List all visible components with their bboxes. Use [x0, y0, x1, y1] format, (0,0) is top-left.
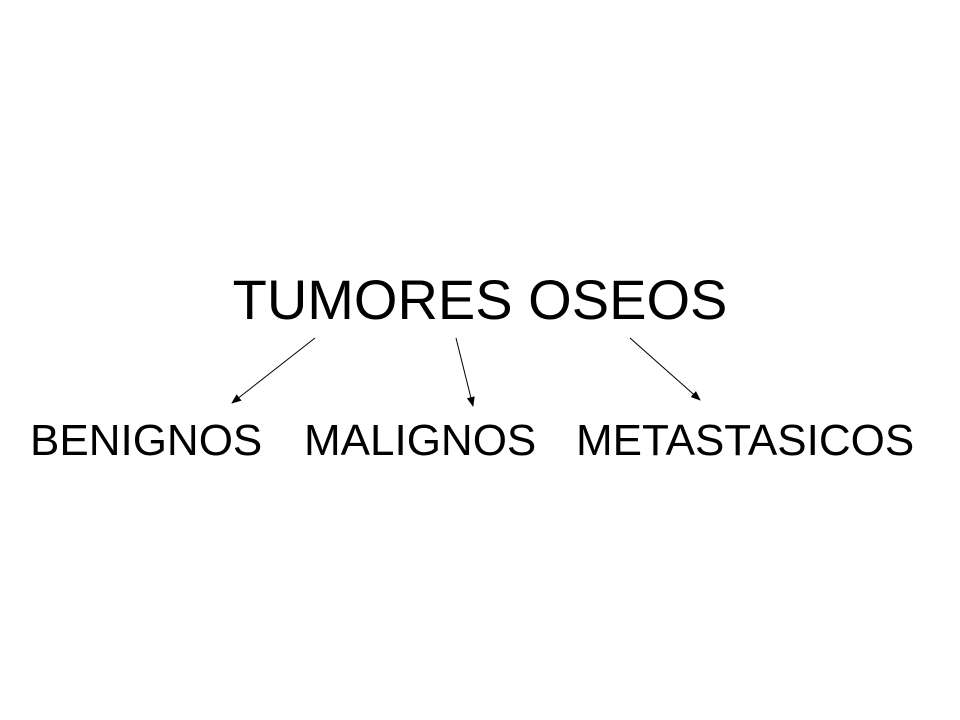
child-node-malignos: MALIGNOS: [304, 416, 537, 465]
arrow-to-metastasicos: [629, 337, 701, 401]
child-node-benignos: BENIGNOS: [30, 416, 263, 465]
root-node-label: TUMORES OSEOS: [232, 268, 728, 331]
arrow-to-malignos: [455, 337, 475, 407]
arrow-to-benignos: [231, 337, 316, 404]
child-node-metastasicos: METASTASICOS: [576, 416, 915, 465]
